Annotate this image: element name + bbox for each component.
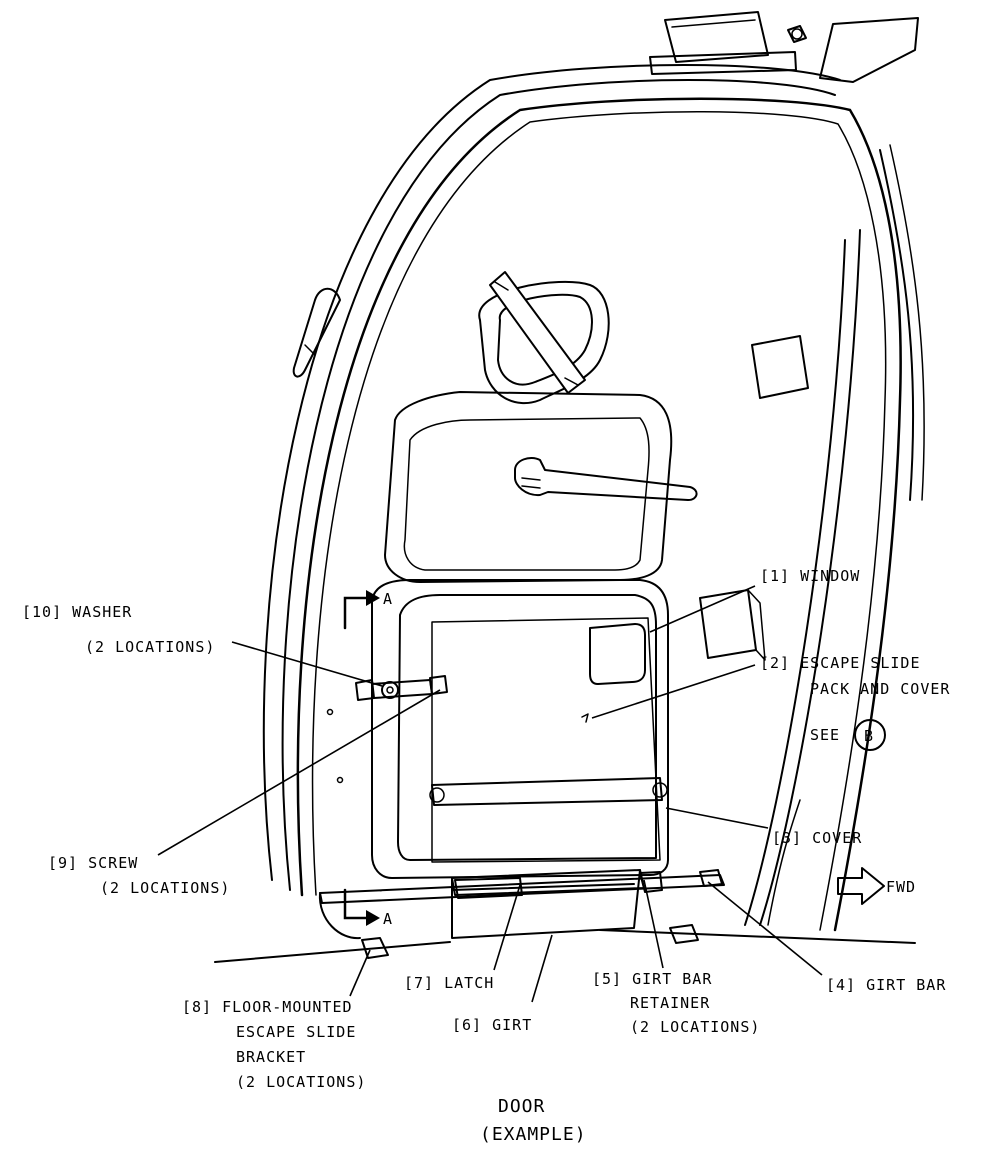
callout-bracket-cont: ESCAPE SLIDE xyxy=(236,1023,356,1041)
leader-lines xyxy=(157,585,823,1003)
figure-caption-subtitle: (EXAMPLE) xyxy=(480,1124,587,1145)
assist-handle xyxy=(292,287,341,378)
callout-screw-qty: (2 LOCATIONS) xyxy=(100,879,230,897)
figure-caption-title: DOOR xyxy=(498,1096,545,1117)
callout-cover: [3] COVER xyxy=(772,829,862,847)
detail-b-label: B xyxy=(864,727,874,745)
viewing-port xyxy=(478,271,610,405)
forward-label: FWD xyxy=(886,878,916,896)
callout-escape-slide: [2] ESCAPE SLIDE xyxy=(760,654,921,672)
section-label-lower: A xyxy=(383,910,393,928)
callout-bracket-cont2: BRACKET xyxy=(236,1048,306,1066)
callout-washer-qty: (2 LOCATIONS) xyxy=(85,638,215,656)
floor-line xyxy=(214,929,916,963)
callout-girt-bar: [4] GIRT BAR xyxy=(826,976,946,994)
callout-bracket: [8] FLOOR-MOUNTED xyxy=(182,998,353,1016)
callout-girt: [6] GIRT xyxy=(452,1016,532,1034)
escape-slide-pack xyxy=(371,579,669,879)
callout-girt-bar-retainer: [5] GIRT BAR xyxy=(592,970,712,988)
top-hinge-assembly xyxy=(649,11,919,83)
callout-washer: [10] WASHER xyxy=(22,603,132,621)
see-detail-label: SEE xyxy=(810,726,840,744)
door-side-fittings xyxy=(699,335,809,661)
door-frame xyxy=(262,64,925,932)
callout-girt-bar-retainer-cont: RETAINER xyxy=(630,994,710,1012)
forward-direction-indicator: FWD xyxy=(837,867,916,905)
callout-bracket-qty: (2 LOCATIONS) xyxy=(236,1073,366,1091)
callout-latch: [7] LATCH xyxy=(404,974,494,992)
section-marker-lower: A xyxy=(343,888,393,928)
callout-girt-bar-retainer-qty: (2 LOCATIONS) xyxy=(630,1018,760,1036)
forward-arrow-icon xyxy=(837,867,885,905)
section-marker-upper: A xyxy=(343,590,393,630)
washer-screw-hardware xyxy=(326,675,448,784)
girt-assembly xyxy=(318,869,725,959)
detail-b-reference-circle xyxy=(854,719,886,751)
section-label-upper: A xyxy=(383,590,393,608)
callout-screw: [9] SCREW xyxy=(48,854,138,872)
callout-escape-slide-cont: PACK AND COVER xyxy=(810,680,950,698)
upper-door-panel xyxy=(384,391,698,583)
callout-window: [1] WINDOW xyxy=(760,567,860,585)
